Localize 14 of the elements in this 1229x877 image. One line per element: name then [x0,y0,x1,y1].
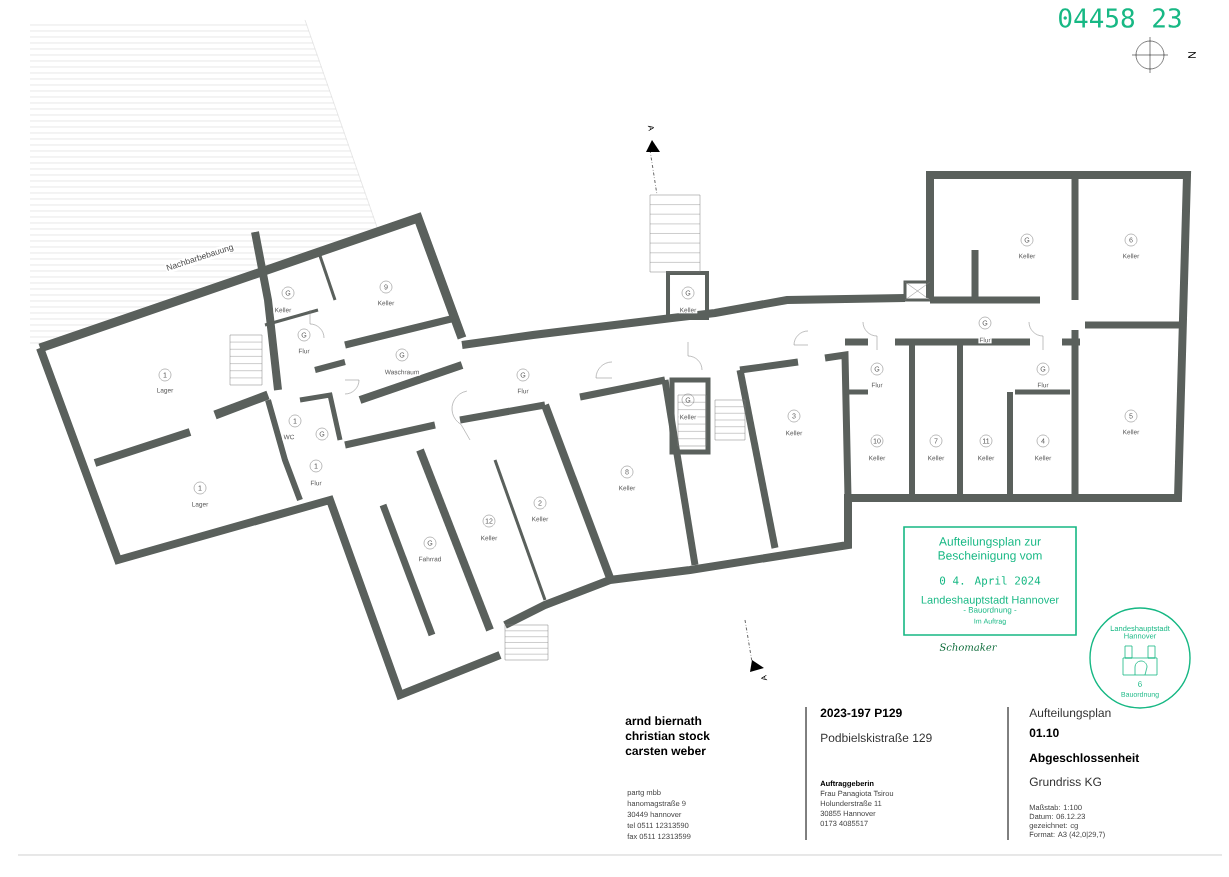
section-letter: A [761,674,768,681]
title-block-text: carsten weber [625,746,706,756]
title-block-text: Podbielskistraße 129 [821,733,932,743]
title-block-text: christian stock [625,731,710,741]
title-block-text: Abgeschlossenheit [1029,753,1140,765]
compass-letter: N [1188,51,1196,59]
title-block-text: Aufteilungsplan [1029,708,1111,720]
signature: Schomaker [939,643,998,651]
section-letter: A [647,125,654,132]
stamp-number: 04458 23 [1059,8,1181,28]
title-block-text: arnd biernath [625,716,702,726]
title-block-text: 01.10 [1029,728,1059,738]
title-block-text: 2023-197 P129 [820,708,902,718]
title-block-text: Grundriss KG [1029,777,1101,787]
